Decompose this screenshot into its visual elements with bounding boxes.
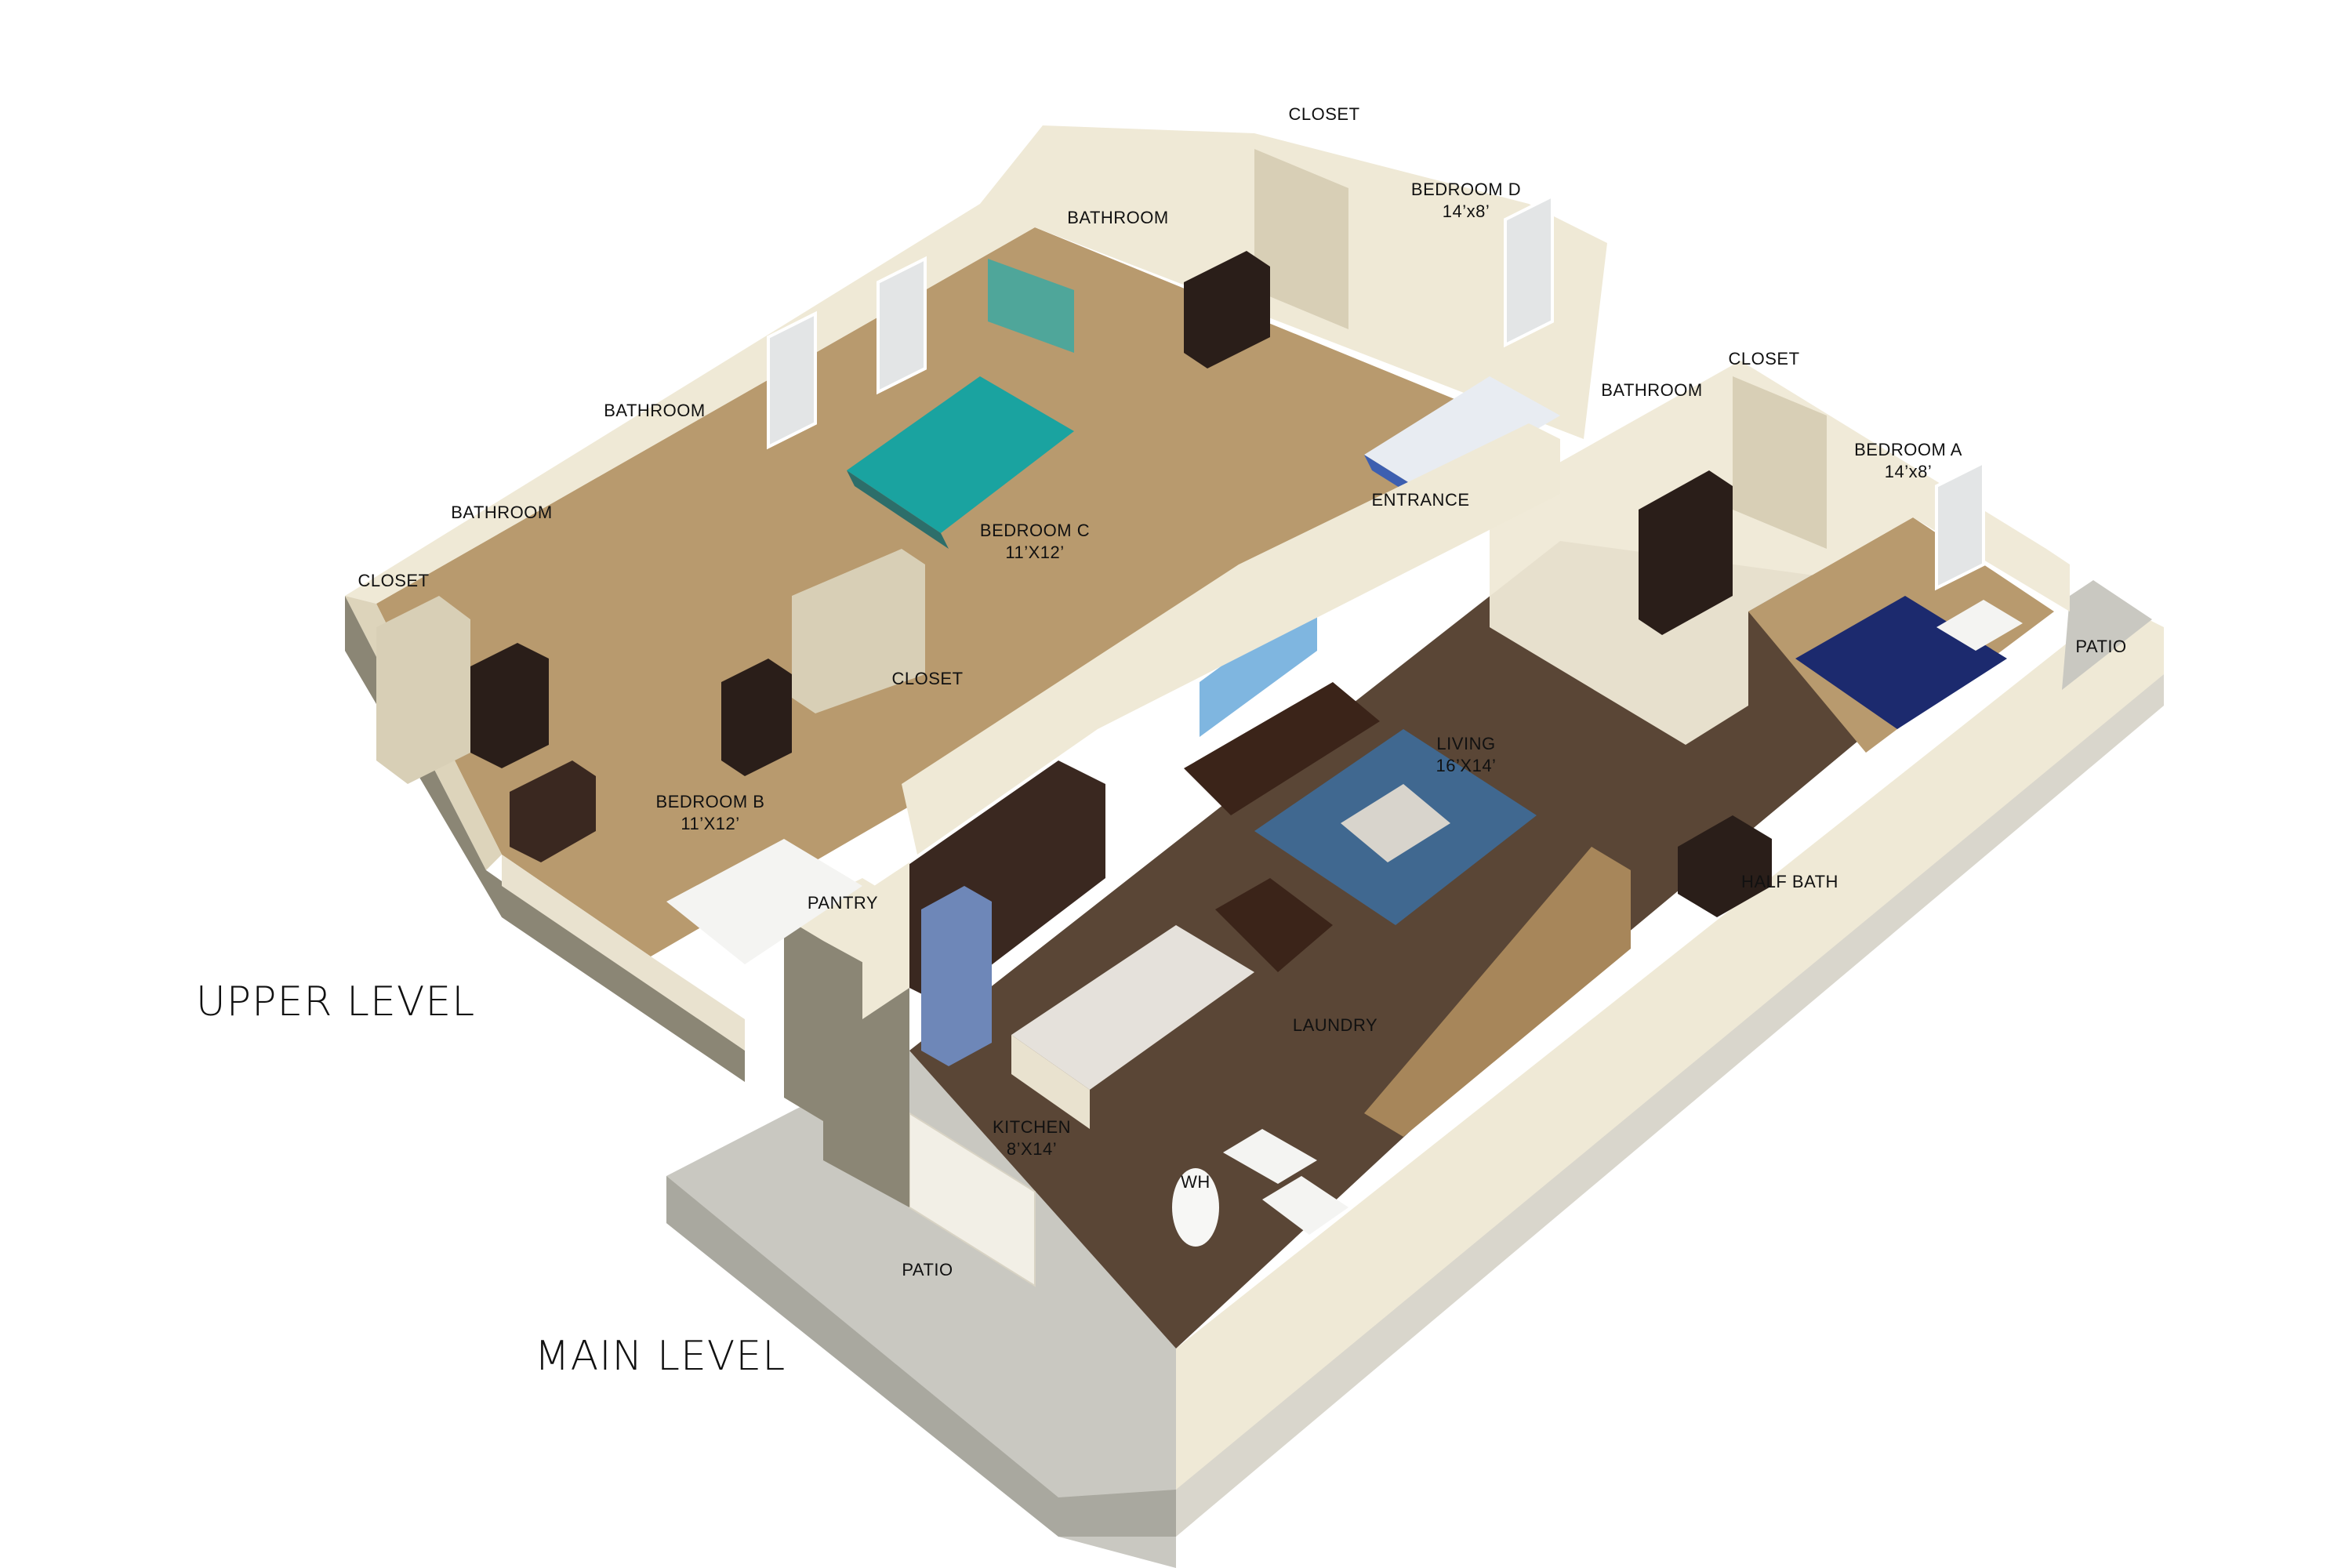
label-pantry: PANTRY xyxy=(808,892,878,914)
label-bathroom-a: BATHROOM xyxy=(1601,379,1702,401)
room-size: 11’X12’ xyxy=(1005,543,1065,562)
room-name: BATHROOM xyxy=(451,503,553,522)
label-water-heater: WH xyxy=(1181,1171,1210,1193)
room-name: BEDROOM C xyxy=(979,521,1091,540)
bedroom-b-bed xyxy=(666,839,862,964)
pantry-siding xyxy=(784,917,823,1121)
upper-level-heading: UPPER LEVEL xyxy=(195,978,476,1025)
main-left-siding xyxy=(823,941,909,1207)
washer xyxy=(1223,1129,1317,1184)
label-patio-bottom: PATIO xyxy=(902,1259,953,1281)
room-size: 14’x8’ xyxy=(1884,462,1933,481)
room-name: PANTRY xyxy=(807,893,879,913)
room-name: BATHROOM xyxy=(604,401,706,420)
bedroom-d-bed xyxy=(1364,376,1560,494)
room-name: BEDROOM B xyxy=(655,792,765,811)
desk-b xyxy=(510,760,596,862)
armchair xyxy=(1215,878,1333,972)
bedroom-c-window-1 xyxy=(767,310,817,450)
bedroom-a-window xyxy=(1935,459,1985,591)
upper-left-siding xyxy=(345,596,745,1082)
kitchen-island xyxy=(1011,925,1254,1090)
refrigerator xyxy=(921,886,992,1066)
label-bathroom-upper: BATHROOM xyxy=(604,400,705,422)
patio-slab-right xyxy=(2062,580,2152,690)
stairs xyxy=(1364,847,1631,1137)
dryer xyxy=(1262,1176,1348,1235)
kitchen-island-side xyxy=(1011,1035,1090,1129)
label-half-bath: HALF BATH xyxy=(1741,871,1838,893)
label-bedroom-b: BEDROOM B 11’X12’ xyxy=(656,791,765,835)
closet-left-area xyxy=(376,596,470,784)
label-bedroom-d: BEDROOM D 14’x8’ xyxy=(1411,179,1521,223)
bedroom-c-bed-pattern xyxy=(847,470,949,549)
room-size: 14’x8’ xyxy=(1442,201,1490,221)
bedroom-a-bed-pillow xyxy=(1936,600,2023,651)
room-name: ENTRANCE xyxy=(1371,490,1470,510)
room-size: 8’X14’ xyxy=(1006,1139,1058,1159)
label-patio-right: PATIO xyxy=(2075,636,2126,658)
half-bath-vanity xyxy=(1678,815,1772,917)
main-front-wall-base xyxy=(1176,674,2164,1537)
label-living: LIVING 16’X14’ xyxy=(1436,733,1497,777)
room-name: PATIO xyxy=(902,1260,953,1279)
bedroom-c-bed xyxy=(847,376,1074,533)
label-entrance: ENTRANCE xyxy=(1371,489,1469,511)
closet-mid-area xyxy=(792,549,925,713)
room-name: KITCHEN xyxy=(992,1117,1072,1137)
room-name: LAUNDRY xyxy=(1292,1015,1378,1035)
bedroom-a-walls xyxy=(1490,361,2070,745)
closet-d-area xyxy=(1254,149,1348,329)
room-name: BEDROOM D xyxy=(1410,180,1522,199)
nightstand-b xyxy=(721,659,792,776)
room-size: 11’X12’ xyxy=(681,814,740,833)
room-name: BATHROOM xyxy=(1067,208,1169,227)
patio-slab-bottom-edge xyxy=(666,1176,1176,1537)
wall-art-teal xyxy=(988,259,1074,353)
label-bedroom-c: BEDROOM C 11’X12’ xyxy=(980,520,1090,564)
upper-front-wall xyxy=(502,855,745,1051)
label-bathroom-d: BATHROOM xyxy=(1067,207,1168,229)
room-name: WH xyxy=(1181,1172,1210,1192)
closet-a-area xyxy=(1733,376,1827,549)
patio-slab-bottom xyxy=(666,1051,1176,1568)
room-name: CLOSET xyxy=(358,571,430,590)
upper-floor-carpet xyxy=(376,227,1552,956)
label-closet-left: CLOSET xyxy=(358,570,429,592)
corridor-wall xyxy=(902,423,1560,855)
room-name: BATHROOM xyxy=(1601,380,1703,400)
room-name: PATIO xyxy=(2075,637,2127,656)
bathroom-a-vanity xyxy=(1639,470,1733,635)
label-closet-mid: CLOSET xyxy=(891,668,963,690)
room-name: CLOSET xyxy=(1288,104,1360,124)
water-heater xyxy=(1172,1168,1219,1247)
bathroom-left-vanity xyxy=(470,643,549,768)
room-size: 16’X14’ xyxy=(1436,756,1497,775)
room-name: LIVING xyxy=(1436,734,1496,753)
sofa xyxy=(1184,682,1380,815)
room-name: CLOSET xyxy=(1728,349,1800,368)
room-name: HALF BATH xyxy=(1741,872,1838,891)
bathroom-d-vanity xyxy=(1184,251,1270,368)
room-name: BEDROOM A xyxy=(1854,440,1962,459)
bedroom-d-window xyxy=(1504,193,1554,348)
coffee-table xyxy=(1341,784,1450,862)
label-bathroom-left: BATHROOM xyxy=(451,502,552,524)
label-bedroom-a: BEDROOM A 14’x8’ xyxy=(1854,439,1962,483)
label-closet-d: CLOSET xyxy=(1288,103,1359,125)
upper-side-wall xyxy=(862,862,909,1019)
main-floor-wood xyxy=(909,541,2023,1348)
label-closet-a: CLOSET xyxy=(1728,348,1799,370)
label-laundry: LAUNDRY xyxy=(1293,1014,1377,1036)
main-level-heading: MAIN LEVEL xyxy=(534,1333,786,1380)
bedroom-c-window-2 xyxy=(877,256,927,395)
room-name: CLOSET xyxy=(891,669,964,688)
